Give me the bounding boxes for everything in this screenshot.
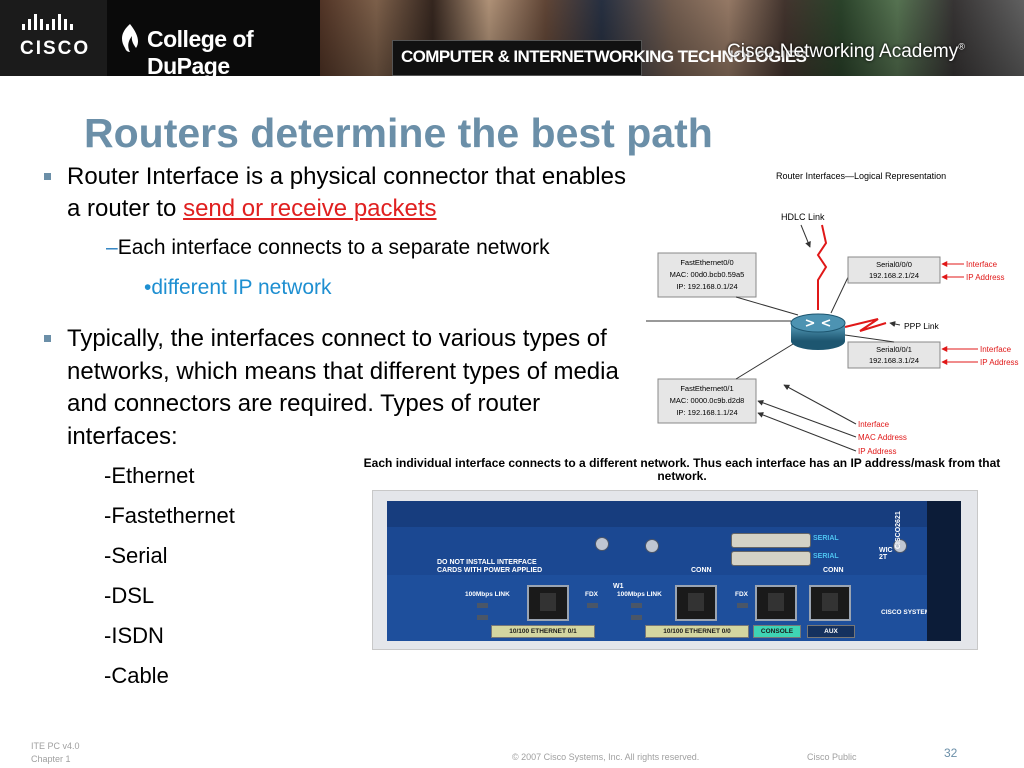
- wic-label: WIC 2T: [879, 547, 893, 561]
- list-item: -ISDN: [104, 623, 164, 648]
- fastethernet01-box: [657, 378, 757, 424]
- serial-label: SERIAL: [813, 553, 839, 560]
- registered-mark: ®: [958, 41, 965, 52]
- flame-icon: [122, 24, 138, 52]
- serial-port-1: [731, 533, 811, 548]
- s000-ip: 192.168.2.1/24: [869, 271, 919, 280]
- fe01-ip: IP: 192.168.1.1/24: [676, 408, 737, 417]
- header-banner: CISCO College of DuPage COMPUTER & INTER…: [0, 0, 1024, 76]
- slide-title: Routers determine the best path: [84, 110, 713, 156]
- s001-name: Serial0/0/1: [876, 345, 912, 354]
- fe01-name: FastEthernet0/1: [680, 384, 733, 393]
- cisco-bars-icon: [22, 14, 73, 30]
- w1-label: W1: [613, 583, 624, 590]
- ip-address-label: IP Address: [966, 273, 1005, 282]
- bullet-text: Typically, the interfaces connect to var…: [67, 325, 619, 450]
- screw-icon: [645, 539, 659, 553]
- fe00-mac: MAC: 00d0.bcb0.59a5: [670, 270, 745, 279]
- fastethernet00-box: [657, 252, 757, 298]
- serial000-box: [847, 256, 941, 284]
- list-item: -Cable: [104, 663, 169, 688]
- ppp-label: PPP Link: [904, 321, 940, 331]
- screw-icon: [595, 537, 609, 551]
- academy-logo: Cisco Networking Academy®: [727, 41, 965, 63]
- ethernet-0-1-label: 10/100 ETHERNET 0/1: [491, 625, 595, 638]
- footer-course-name: ITE PC v4.0: [31, 741, 80, 751]
- interface-label: Interface: [980, 345, 1012, 354]
- serial-label: SERIAL: [813, 535, 839, 542]
- interface-label: Interface: [966, 260, 998, 269]
- sub-sub-bullet-ip-network: •different IP network: [144, 276, 332, 299]
- college-logo: College of DuPage: [107, 0, 320, 76]
- brand-label: CISCO SYSTEMS: [881, 609, 935, 616]
- screw-icon: [893, 539, 907, 553]
- interface-label: Interface: [858, 420, 890, 429]
- cisco-logo: CISCO: [0, 0, 107, 76]
- diagram-caption: Each individual interface connects to a …: [363, 456, 1001, 483]
- ethernet-0-1-port: [527, 585, 569, 621]
- ethernet-0-0-label: 10/100 ETHERNET 0/0: [645, 625, 749, 638]
- fe01-mac: MAC: 0000.0c9b.d2d8: [670, 396, 745, 405]
- router-rear-panel-photo: DO NOT INSTALL INTERFACE CARDS WITH POWE…: [372, 490, 978, 650]
- bullet-interface-types: Typically, the interfaces connect to var…: [44, 323, 644, 453]
- interface-type-list: -Ethernet -Fastethernet -Serial -DSL -IS…: [104, 462, 235, 702]
- square-bullet-icon: [44, 335, 51, 342]
- model-label: CISCO2621: [895, 511, 902, 549]
- aux-label: AUX: [807, 625, 855, 638]
- program-banner: COMPUTER & INTERNETWORKING TECHNOLOGIES: [392, 40, 807, 76]
- diagram-title: Router Interfaces—Logical Representation: [776, 171, 946, 181]
- led-indicator: [477, 603, 488, 608]
- footer-classification: Cisco Public: [807, 752, 857, 762]
- hdlc-link-line: [816, 224, 828, 310]
- led-indicator: [477, 615, 488, 620]
- fe00-name: FastEthernet0/0: [680, 258, 733, 267]
- cisco-wordmark: CISCO: [20, 38, 91, 59]
- square-bullet-icon: [44, 173, 51, 180]
- college-name: College of DuPage: [147, 26, 254, 76]
- s001-ip: 192.168.3.1/24: [869, 356, 919, 365]
- conn-label: CONN: [823, 567, 844, 574]
- ip-address-label: IP Address: [858, 447, 897, 456]
- ip-address-label: IP Address: [980, 358, 1019, 367]
- s000-name: Serial0/0/0: [876, 260, 912, 269]
- ppp-link-line: [844, 318, 887, 332]
- router-icon: [790, 313, 846, 333]
- fdx-label: FDX: [735, 591, 748, 598]
- ethernet-0-0-port: [675, 585, 717, 621]
- mac-address-label: MAC Address: [858, 433, 907, 442]
- sub-bullet-text: Each interface connects to a separate ne…: [117, 236, 550, 259]
- bullet-router-interface: Router Interface is a physical connector…: [44, 161, 644, 225]
- serial-port-0: [731, 551, 811, 566]
- list-item: -DSL: [104, 583, 155, 608]
- router-interfaces-diagram: Router Interfaces—Logical Representation…: [646, 171, 1019, 456]
- hdlc-label: HDLC Link: [781, 212, 825, 222]
- list-item: -Ethernet: [104, 463, 195, 488]
- footer-chapter: Chapter 1: [31, 754, 71, 764]
- footer-course: ITE PC v4.0 Chapter 1: [31, 740, 80, 766]
- bullet-text: Router Interface is a physical connector…: [67, 163, 626, 222]
- program-banner-text: COMPUTER & INTERNETWORKING TECHNOLOGIES: [401, 47, 807, 66]
- fdx-label: FDX: [585, 591, 598, 598]
- console-label: CONSOLE: [753, 625, 801, 638]
- warning-text: DO NOT INSTALL INTERFACE CARDS WITH POWE…: [437, 559, 543, 574]
- dash-bullet: –: [106, 236, 118, 259]
- fe00-ip: IP: 192.168.0.1/24: [676, 282, 737, 291]
- footer-copyright: © 2007 Cisco Systems, Inc. All rights re…: [512, 752, 700, 762]
- page-number: 32: [944, 746, 958, 760]
- link-label: 100Mbps LINK: [617, 591, 662, 598]
- sub-bullet-separate-network: –Each interface connects to a separate n…: [106, 236, 550, 260]
- list-item: -Serial: [104, 543, 168, 568]
- aux-port: [809, 585, 851, 621]
- list-item: -Fastethernet: [104, 503, 235, 528]
- led-indicator: [737, 603, 748, 608]
- led-indicator: [587, 603, 598, 608]
- led-indicator: [631, 615, 642, 620]
- send-receive-link[interactable]: send or receive packets: [183, 195, 437, 222]
- link-label: 100Mbps LINK: [465, 591, 510, 598]
- led-indicator: [631, 603, 642, 608]
- academy-text: Cisco Networking Academy: [727, 41, 959, 62]
- console-port: [755, 585, 797, 621]
- conn-label: CONN: [691, 567, 712, 574]
